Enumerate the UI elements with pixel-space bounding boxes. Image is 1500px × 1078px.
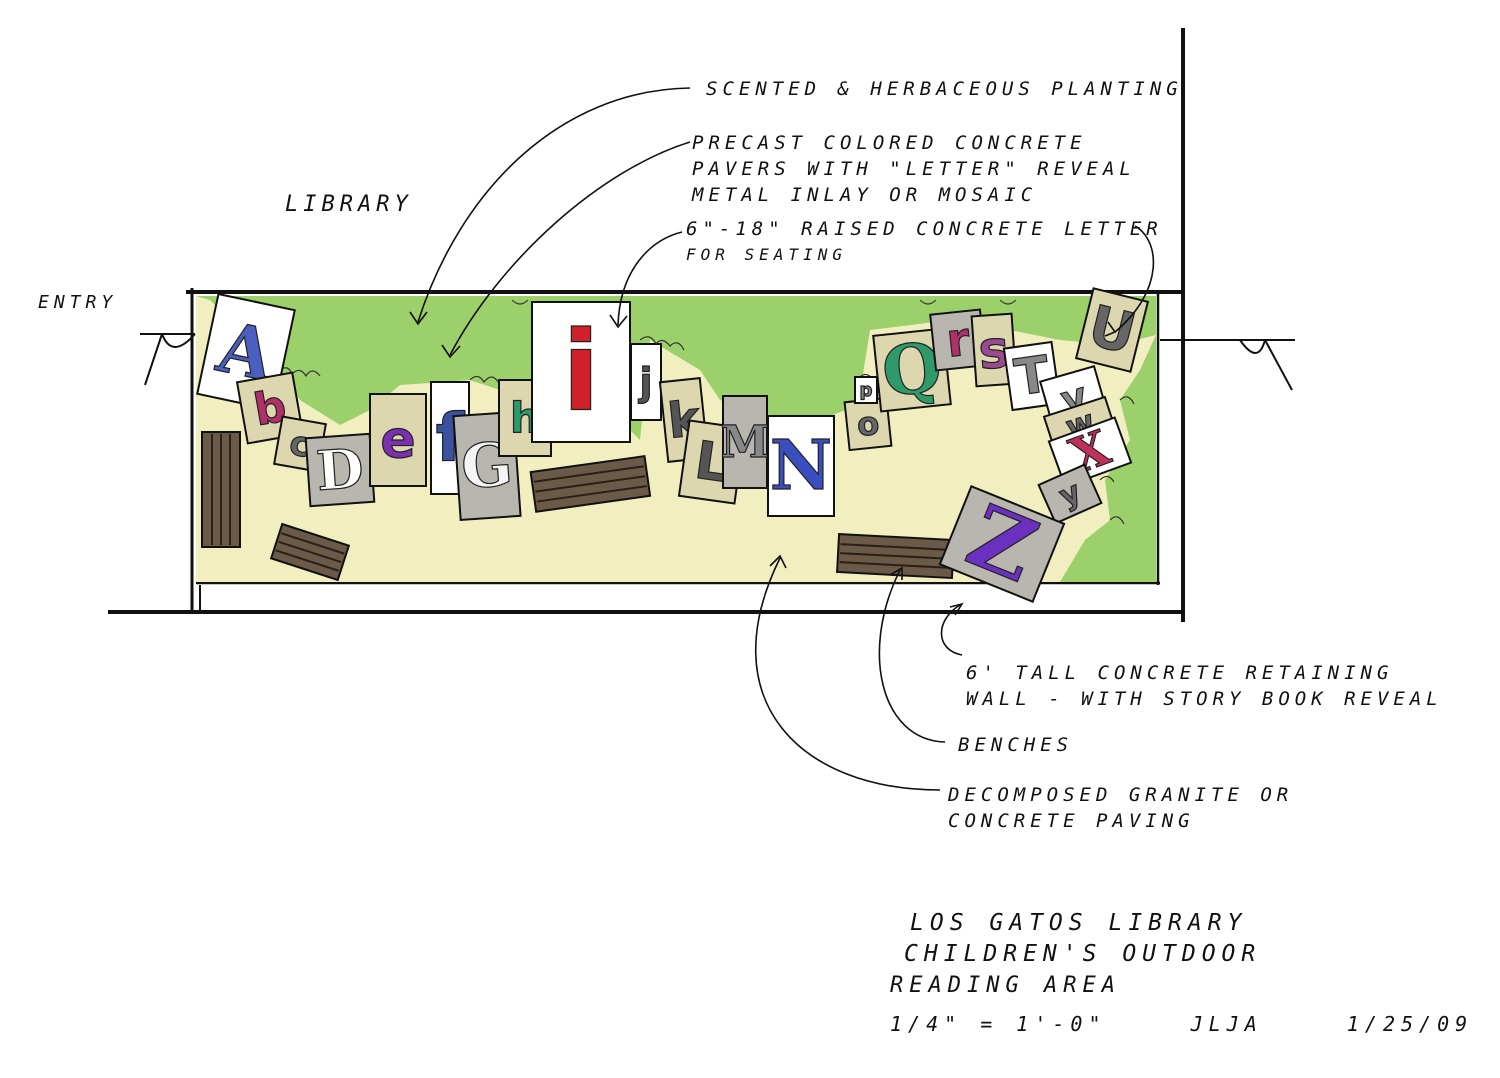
paver-letter: e: [380, 411, 415, 471]
paver-letter: j: [637, 360, 652, 404]
paver-letter: o: [855, 404, 881, 444]
paver-letter: k: [665, 391, 704, 450]
letter-paver-n: N: [767, 415, 835, 517]
leader-granite: [754, 557, 941, 791]
note-precast-pavers: PRECAST COLORED CONCRETE PAVERS WITH "LE…: [692, 132, 1136, 206]
note-raised-letter: 6"-18" RAISED CONCRETE LETTER FOR SEATIN…: [686, 218, 1163, 264]
letter-paver-d: D: [304, 432, 376, 508]
title-block: LOS GATOS LIBRARY CHILDREN'S OUTDOOR REA…: [890, 908, 1473, 1040]
letter-paver-p: p: [854, 376, 878, 404]
title-line-3: READING AREA: [890, 973, 1121, 998]
date: 1/25/09: [1346, 1012, 1474, 1036]
label-library: LIBRARY: [285, 192, 413, 217]
note-retaining-wall: 6' TALL CONCRETE RETAINING WALL - WITH S…: [966, 662, 1443, 710]
leader-arrowheads: [409, 311, 1117, 616]
firm: JLJA: [1190, 1012, 1263, 1036]
title-line-2: CHILDREN'S OUTDOOR: [904, 941, 1262, 967]
planting-bed-top: [196, 296, 1156, 440]
planting-bed-right: [1060, 335, 1156, 582]
letter-paver-u: U: [1074, 287, 1150, 373]
note-scented-planting: SCENTED & HERBACEOUS PLANTING: [706, 78, 1183, 100]
letter-paver-j: j: [630, 343, 662, 421]
letter-paver-s: s: [970, 312, 1018, 388]
letter-paver-z: Z: [938, 485, 1066, 603]
paver-letter: M: [721, 417, 770, 468]
letter-paver-e: e: [369, 393, 427, 487]
scale: 1/4" = 1'-0": [890, 1012, 1107, 1036]
note-decomposed-granite: DECOMPOSED GRANITE OR CONCRETE PAVING: [948, 784, 1294, 832]
paver-letter: i: [562, 307, 600, 435]
planting-edge: [279, 299, 1135, 525]
note-benches: BENCHES: [958, 734, 1074, 756]
entry-door-swing: [140, 333, 196, 386]
label-entry: ENTRY: [38, 292, 118, 313]
letter-paver-q: Q: [872, 327, 952, 414]
letter-paver-m: M: [720, 395, 770, 489]
leader-wall: [940, 604, 963, 656]
paver-letter: s: [977, 320, 1012, 382]
leader-raised: [617, 231, 683, 326]
paver-letter: p: [860, 380, 873, 401]
paver-letter: D: [314, 436, 365, 503]
bench-center: [529, 455, 652, 513]
paver-letter: N: [770, 426, 832, 506]
letter-paver-y: y: [1037, 463, 1103, 525]
leader-benches: [878, 569, 946, 743]
title-scale-row: 1/4" = 1'-0" JLJA 1/25/09: [890, 1009, 1473, 1040]
letter-paver-o: o: [843, 396, 893, 452]
letter-paver-i: i: [531, 301, 631, 443]
leader-raised-right: [1114, 225, 1155, 333]
bench-left-vertical: [201, 431, 241, 548]
library-door-swing: [1160, 339, 1295, 391]
leader-scented: [417, 87, 691, 323]
bench-left-angled: [269, 522, 351, 582]
paver-letter: Q: [878, 327, 945, 413]
title-line-1: LOS GATOS LIBRARY: [910, 910, 1248, 936]
leader-pavers: [449, 141, 691, 356]
letter-paver-x: X: [1047, 416, 1133, 488]
leader-lines: [417, 87, 1155, 791]
